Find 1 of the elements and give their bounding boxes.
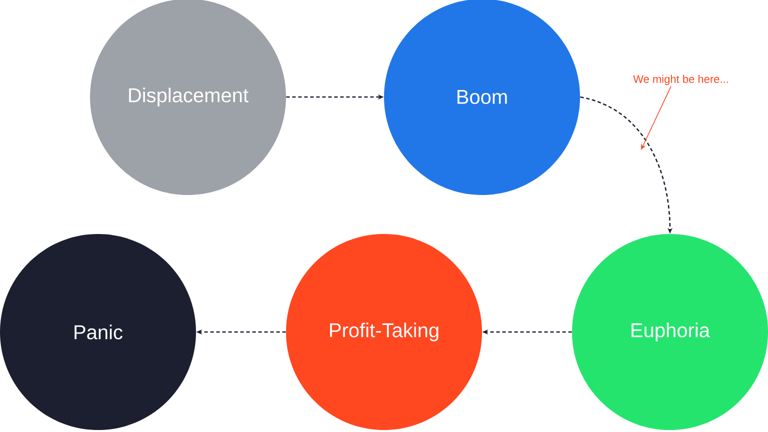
annotation-text: We might be here... (633, 74, 728, 86)
